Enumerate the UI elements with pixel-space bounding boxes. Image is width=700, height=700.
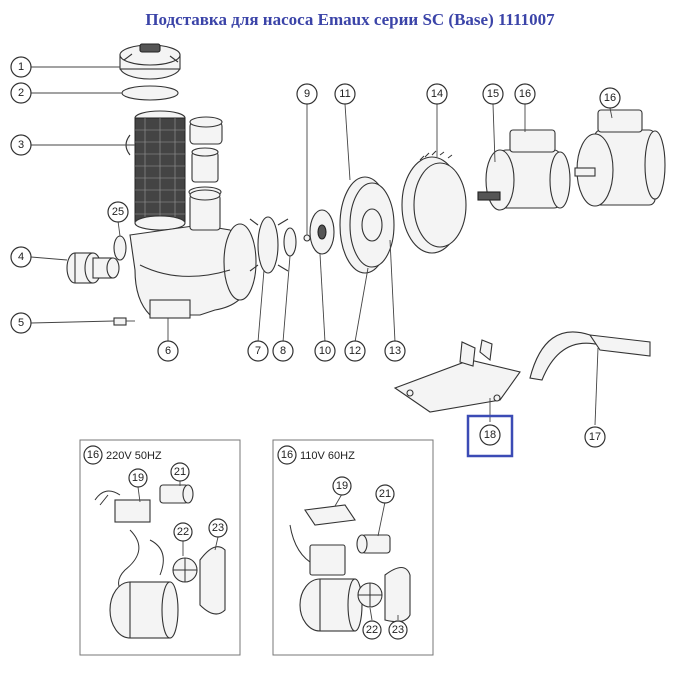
inset-110v: 16 110V 60HZ 19 21 22 23 — [272, 439, 434, 656]
svg-text:16: 16 — [87, 449, 99, 461]
callout-6: 6 — [157, 340, 179, 362]
svg-text:9: 9 — [304, 88, 310, 100]
inset-110v-callout-21: 21 — [375, 484, 395, 504]
callout-10: 10 — [314, 340, 336, 362]
part-pump-housing — [129, 189, 257, 319]
callout-18: 18 — [479, 424, 501, 446]
part-motor — [477, 129, 571, 211]
svg-text:16: 16 — [281, 449, 293, 461]
callout-14: 14 — [426, 83, 448, 105]
callout-17: 17 — [584, 426, 606, 448]
svg-text:1: 1 — [18, 61, 24, 73]
inset-110v-drawing — [289, 504, 411, 632]
part-handle — [529, 331, 651, 381]
part-lid — [119, 43, 181, 80]
callout-15: 15 — [482, 83, 504, 105]
svg-text:18: 18 — [484, 429, 496, 441]
svg-text:12: 12 — [349, 345, 361, 357]
svg-text:15: 15 — [487, 88, 499, 100]
inset-220v-callout-19: 19 — [128, 468, 148, 488]
inset-110v-callout-19: 19 — [332, 476, 352, 496]
inset-110v-label: 110V 60HZ — [300, 450, 355, 462]
svg-text:19: 19 — [132, 472, 144, 484]
svg-text:2: 2 — [18, 87, 24, 99]
svg-text:19: 19 — [336, 480, 348, 492]
highlight-box-18 — [466, 414, 514, 458]
part-adapter-ring — [401, 150, 467, 254]
svg-text:10: 10 — [319, 345, 331, 357]
part-diffuser — [249, 216, 297, 274]
inset-110v-callout-23: 23 — [388, 620, 408, 640]
inset-220v-label: 220V 50HZ — [106, 450, 162, 462]
inset-220v-callout-22: 22 — [173, 522, 193, 542]
svg-text:23: 23 — [392, 624, 404, 636]
part-inlet-union — [66, 252, 120, 284]
svg-text:16: 16 — [604, 92, 616, 104]
part-seal-plate — [339, 176, 395, 274]
svg-text:13: 13 — [389, 345, 401, 357]
callout-16-alt: 16 — [599, 87, 621, 109]
callout-1: 1 — [10, 56, 32, 78]
callout-7: 7 — [247, 340, 269, 362]
inset-110v-number: 16 — [277, 445, 297, 465]
part-impeller — [303, 209, 335, 255]
svg-text:17: 17 — [589, 431, 601, 443]
inset-220v-drawing — [94, 484, 226, 639]
callout-2: 2 — [10, 82, 32, 104]
svg-text:16: 16 — [519, 88, 531, 100]
svg-text:25: 25 — [112, 206, 124, 218]
inset-220v: 16 220V 50HZ 19 21 22 23 — [79, 439, 241, 656]
svg-text:11: 11 — [339, 88, 350, 100]
svg-text:5: 5 — [18, 317, 24, 329]
svg-text:6: 6 — [165, 345, 171, 357]
inset-220v-callout-23: 23 — [208, 518, 228, 538]
callout-3: 3 — [10, 134, 32, 156]
part-small-o-ring — [113, 235, 127, 261]
callout-12: 12 — [344, 340, 366, 362]
svg-text:8: 8 — [280, 345, 286, 357]
part-drain-plug — [113, 317, 135, 326]
svg-text:3: 3 — [18, 139, 24, 151]
callout-8: 8 — [272, 340, 294, 362]
inset-220v-callout-21: 21 — [170, 462, 190, 482]
part-o-ring — [121, 85, 179, 101]
svg-text:14: 14 — [431, 88, 443, 100]
callout-4: 4 — [10, 246, 32, 268]
svg-text:7: 7 — [255, 345, 261, 357]
inset-220v-number: 16 — [83, 445, 103, 465]
svg-text:21: 21 — [174, 466, 186, 478]
svg-text:4: 4 — [18, 251, 24, 263]
callout-16: 16 — [514, 83, 536, 105]
callout-11: 11 — [334, 83, 356, 105]
callout-25: 25 — [107, 201, 129, 223]
part-base — [393, 339, 521, 413]
page-title: Подставка для насоса Emaux серии SC (Bas… — [145, 10, 555, 29]
inset-110v-callout-22: 22 — [362, 620, 382, 640]
leader-lines — [30, 66, 613, 426]
callout-5: 5 — [10, 312, 32, 334]
part-union-top — [188, 116, 223, 198]
callout-9: 9 — [296, 83, 318, 105]
svg-text:23: 23 — [212, 522, 224, 534]
callout-13: 13 — [384, 340, 406, 362]
part-basket — [125, 110, 186, 231]
svg-text:22: 22 — [366, 624, 378, 636]
svg-text:21: 21 — [379, 488, 391, 500]
part-motor-alt — [574, 109, 666, 207]
svg-text:22: 22 — [177, 526, 189, 538]
